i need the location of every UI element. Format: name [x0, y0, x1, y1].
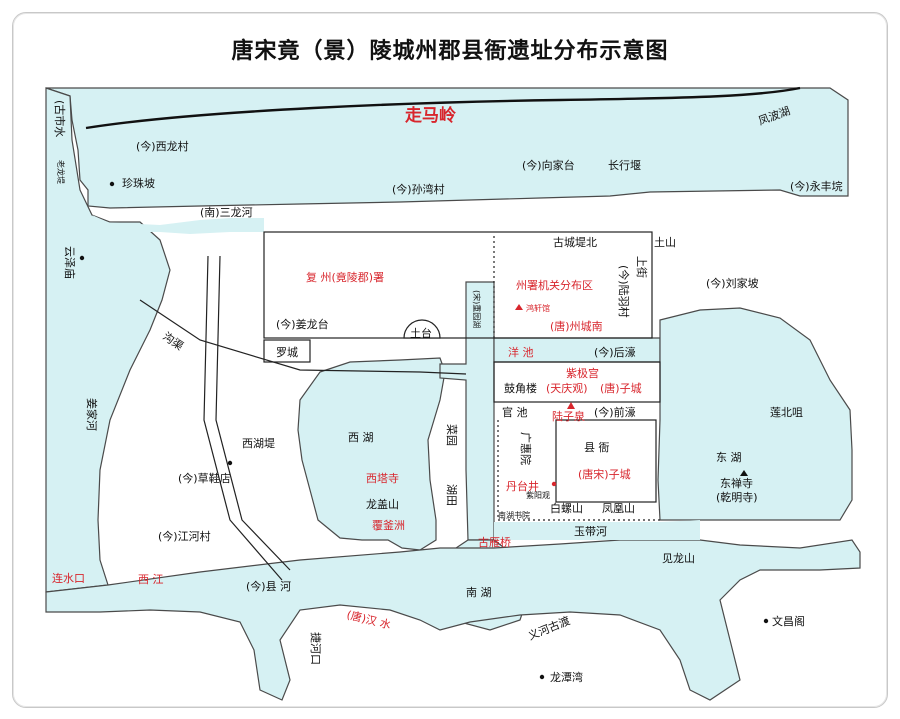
yihe-gudu-label: 义河古渡	[526, 613, 572, 642]
tangsong-zicheng-label: (唐宋)子城	[578, 467, 631, 481]
yudai-he-label: 玉带河	[574, 525, 607, 538]
longtan-wan-label: 龙潭湾	[550, 670, 583, 684]
yudai-river	[494, 520, 700, 540]
jianglong-tai-label: (今)姜龙台	[276, 317, 329, 331]
luzi-quan-marker	[567, 402, 575, 409]
yunze-miao-dot	[79, 255, 85, 261]
longtan-wan-dot	[539, 674, 545, 680]
xita-si-label: 西塔寺	[366, 472, 399, 485]
xihu-label: 西 湖	[348, 431, 374, 444]
xiangjiatai-label: (今)向家台	[522, 158, 575, 172]
river-branch-1	[92, 215, 264, 234]
jie-hekou-label: 捷河口	[309, 632, 323, 665]
luocheng-box	[263, 339, 311, 363]
dantai-jing-dot	[551, 481, 557, 487]
tang-hanshui-label: (唐)汉 水	[345, 607, 392, 631]
luzi-quan-label: 陆子泉	[552, 409, 585, 423]
fenghuang-shan-label: 凤凰山	[602, 502, 635, 515]
south-river	[45, 539, 861, 701]
lianshui-kou-label: 连水口	[52, 572, 85, 585]
xian-cheng-dashed	[497, 420, 660, 521]
lao-long-di-label: 老龙堤	[56, 160, 66, 184]
luo-cheng-label: 罗城	[276, 346, 298, 359]
guan-chi-label: 官 池	[502, 405, 528, 419]
central-channel	[439, 281, 495, 541]
fuzhou-city-wall	[263, 231, 653, 339]
xihu-dike	[203, 255, 283, 581]
bailuo-shan-label: 白螺山	[550, 501, 583, 515]
changxing-yan-label: 长行堰	[608, 159, 641, 172]
tu-tai-label: 土台	[410, 326, 432, 340]
hongxuan-marker	[515, 304, 523, 310]
longgai-shan-label: 龙盖山	[366, 497, 399, 511]
guyan-qiao-label: 古雁桥	[478, 536, 511, 549]
yunze-miao-label: 云泽庙	[63, 246, 77, 279]
map-frame	[12, 12, 888, 708]
gujiao-lou-label: 鼓角楼	[504, 381, 537, 395]
zouma-ling-label: 走马岭	[405, 105, 456, 126]
zhenzhu-po-label: 珍珠坡	[122, 176, 155, 190]
tang-zicheng-label: (唐)子城	[600, 381, 642, 395]
gucheng-dibei-label: 古城堤北	[553, 236, 597, 249]
lu-yu-cun-label: (今)陆羽村	[617, 265, 631, 318]
yang-chi-label: 洋 池	[508, 345, 534, 359]
nan-sanlong-he-label: (南)三龙河	[200, 206, 253, 219]
fuqi-zhou-label: 覆釜洲	[372, 518, 405, 532]
gouqu-label: 沟渠	[160, 330, 185, 353]
xihu-di-label: 西湖堤	[242, 437, 275, 450]
nanhu-label: 南 湖	[466, 586, 492, 599]
xihu-dike-2	[215, 255, 291, 571]
xian-he-label: (今)县 河	[246, 579, 291, 593]
liujia-po-label: (今)刘家坡	[706, 276, 759, 290]
donghu-label: 东 湖	[716, 451, 742, 464]
zhoushu-jiguan-label: 州署机关分布区	[516, 278, 593, 292]
hongxuan-guan-label: 鸿轩馆	[526, 303, 550, 313]
caiyuan-label: 菜园	[445, 424, 458, 446]
west-river	[45, 87, 171, 593]
wenchang-ge-label: 文昌阁	[772, 614, 805, 628]
dongchan-marker	[740, 470, 748, 476]
fuzhou-shu-label: 复 州(竟陵郡)署	[306, 270, 384, 284]
xi-jiang-label: 西 江	[138, 573, 164, 586]
ziyang-guan-label: 紫阳观	[526, 491, 550, 500]
qianming-si-label: (乾明寺)	[716, 491, 758, 504]
hutian-label: 湖田	[445, 484, 458, 506]
hou-hao-label: (今)后濠	[594, 345, 636, 359]
gouqu-canal	[139, 299, 467, 375]
shang-jie-label: 上街	[635, 256, 649, 278]
tutai-mound	[403, 319, 441, 339]
xianya-wall	[555, 419, 657, 503]
caoxie-dian-label: (今)草鞋店	[178, 471, 231, 485]
nanhu-shuyuan-label: 南湖书院	[498, 510, 530, 520]
zicheng-wall	[493, 361, 661, 403]
lianbei-ju-label: 莲北咀	[770, 406, 803, 419]
zouma-ridge-line	[85, 86, 801, 130]
jiang-jia-he-label: 姜家河	[85, 398, 99, 431]
tang-zhou-chengnan-label: (唐)州城南	[550, 319, 603, 333]
ziji-gong-label: 紫极宫	[566, 366, 599, 380]
dantai-jing-label: 丹台井	[506, 479, 539, 493]
xilong-cun-label: (今)西龙村	[136, 139, 189, 153]
zhenzhu-po-dot	[109, 181, 115, 187]
caoxie-dian-dot	[227, 460, 233, 466]
yongfeng-yuan-label: (今)永丰垸	[790, 179, 843, 193]
wenchang-ge-dot	[763, 618, 769, 624]
east-lake	[657, 307, 853, 521]
jianlong-shan-label: 见龙山	[662, 552, 695, 565]
map-title: 唐宋竟（景）陵城州郡县衙遗址分布示意图	[231, 39, 669, 64]
xian-ya-label: 县 衙	[584, 441, 610, 454]
north-river	[45, 87, 849, 209]
tu-shan-label: 土山	[654, 236, 676, 249]
qian-hao-label: (今)前濠	[594, 405, 636, 419]
sunwan-cun-label: (今)孙湾村	[392, 182, 445, 196]
jianghe-cun-label: (今)江河村	[158, 529, 211, 543]
gu-shi-shui-label: (古市水	[53, 100, 67, 137]
dongchan-si-label: 东禅寺	[720, 476, 753, 490]
guanghui-yuan-label: 广惠院	[519, 432, 533, 465]
tianqing-guan-label: (天庆观)	[546, 381, 588, 395]
song-zhu-yuan-label: (宋)重园湖	[472, 290, 482, 328]
